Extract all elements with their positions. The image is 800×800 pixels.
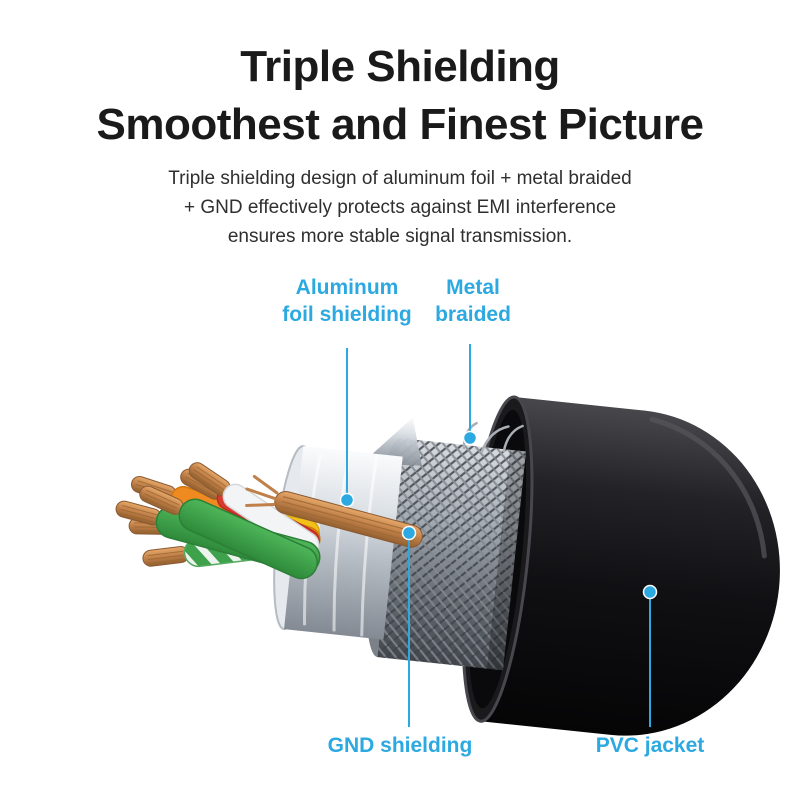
callout-dot-gnd (401, 525, 417, 541)
description-line-3: ensures more stable signal transmission. (227, 226, 573, 247)
label-pvc-text: PVC jacket (595, 734, 705, 757)
label-gnd-text: GND shielding (327, 734, 473, 757)
label-aluminum-foil-shielding: Aluminum foil shielding (282, 274, 412, 328)
label-metal-braided: Metal braided (435, 274, 511, 328)
callout-dot-pvc (642, 584, 658, 600)
callout-dot-aluminum-foil (339, 492, 355, 508)
label-gnd-shielding: GND shielding (328, 732, 473, 759)
gnd-drain-wire (245, 475, 423, 548)
label-aluminum-line-1: Aluminum (295, 276, 399, 299)
title-line-2: Smoothest and Finest Picture (96, 100, 704, 149)
pvc-jacket-shape (480, 396, 780, 736)
description-line-2: + GND effectively protects against EMI i… (183, 197, 617, 218)
wire-green-b (136, 483, 319, 580)
page-title: Triple Shielding Smoothest and Finest Pi… (0, 38, 800, 154)
callout-dots (339, 430, 658, 600)
jacket-highlight (649, 416, 767, 559)
description-line-1: Triple shielding design of aluminum foil… (168, 168, 632, 189)
label-braided-line-1: Metal (446, 276, 500, 299)
braid-shadow (487, 449, 526, 671)
description: Triple shielding design of aluminum foil… (0, 164, 800, 251)
callout-dot-metal-braided (462, 430, 478, 446)
title-line-1: Triple Shielding (240, 42, 560, 91)
label-braided-line-2: braided (435, 303, 511, 326)
callout-lines (346, 344, 651, 727)
label-aluminum-line-2: foil shielding (282, 303, 412, 326)
foil-flap (361, 417, 422, 466)
label-pvc-jacket: PVC jacket (596, 732, 705, 759)
cable-group (113, 395, 780, 736)
braid-texture (377, 438, 526, 671)
